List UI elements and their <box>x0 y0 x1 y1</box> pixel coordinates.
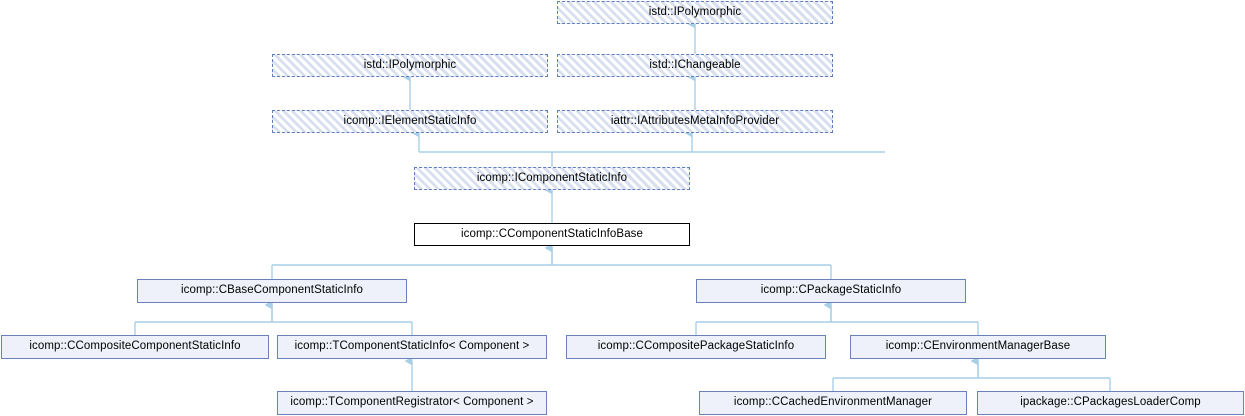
node-label: istd::IChangeable <box>649 58 741 71</box>
node-label: icomp::CEnvironmentManagerBase <box>885 340 1071 353</box>
node-icomp-cpackagestaticinfo[interactable]: icomp::CPackageStaticInfo <box>696 279 966 303</box>
node-icomp-ccachedenvironmentmanager[interactable]: icomp::CCachedEnvironmentManager <box>699 391 967 415</box>
node-icomp-cbasecomponentstaticinfo[interactable]: icomp::CBaseComponentStaticInfo <box>137 279 407 303</box>
node-icomp-tcomponentstaticinfo[interactable]: icomp::TComponentStaticInfo< Component > <box>277 335 547 359</box>
node-label: icomp::CComponentStaticInfoBase <box>460 227 644 240</box>
node-iattr-iattributesmetainfoprovider[interactable]: iattr::IAttributesMetaInfoProvider <box>557 110 833 133</box>
node-istd-ipolymorphic-top[interactable]: istd::IPolymorphic <box>557 1 833 24</box>
node-icomp-ccomponentstaticinfobase[interactable]: icomp::CComponentStaticInfoBase <box>414 223 690 246</box>
node-ipackage-cpackagesloadercomp[interactable]: ipackage::CPackagesLoaderComp <box>977 391 1244 415</box>
node-istd-ichangeable[interactable]: istd::IChangeable <box>557 54 833 77</box>
node-label: icomp::TComponentStaticInfo< Component > <box>294 340 530 353</box>
node-label: istd::IPolymorphic <box>648 5 742 18</box>
node-label: iattr::IAttributesMetaInfoProvider <box>610 114 780 127</box>
node-icomp-icomponentstaticinfo[interactable]: icomp::IComponentStaticInfo <box>414 167 690 190</box>
node-label: icomp::CPackageStaticInfo <box>760 284 902 297</box>
node-label: icomp::CBaseComponentStaticInfo <box>180 284 364 297</box>
node-label: icomp::TComponentRegistrator< Component … <box>290 396 534 409</box>
node-label: icomp::CCachedEnvironmentManager <box>733 396 933 409</box>
node-label: icomp::IElementStaticInfo <box>343 114 477 127</box>
node-label: icomp::CCompositePackageStaticInfo <box>597 340 795 353</box>
node-label: istd::IPolymorphic <box>363 58 457 71</box>
node-icomp-cenvironmentmanagerbase[interactable]: icomp::CEnvironmentManagerBase <box>850 335 1106 359</box>
node-label: icomp::IComponentStaticInfo <box>476 171 628 184</box>
node-icomp-ielementstaticinfo[interactable]: icomp::IElementStaticInfo <box>272 110 548 133</box>
node-label: ipackage::CPackagesLoaderComp <box>1020 396 1201 409</box>
node-istd-ipolymorphic[interactable]: istd::IPolymorphic <box>272 54 548 77</box>
node-label: icomp::CCompositeComponentStaticInfo <box>29 340 241 353</box>
node-icomp-ccompositecomponentstaticinfo[interactable]: icomp::CCompositeComponentStaticInfo <box>1 335 269 359</box>
node-icomp-tcomponentregistrator[interactable]: icomp::TComponentRegistrator< Component … <box>277 391 547 415</box>
node-icomp-ccompositepackagestaticinfo[interactable]: icomp::CCompositePackageStaticInfo <box>566 335 826 359</box>
